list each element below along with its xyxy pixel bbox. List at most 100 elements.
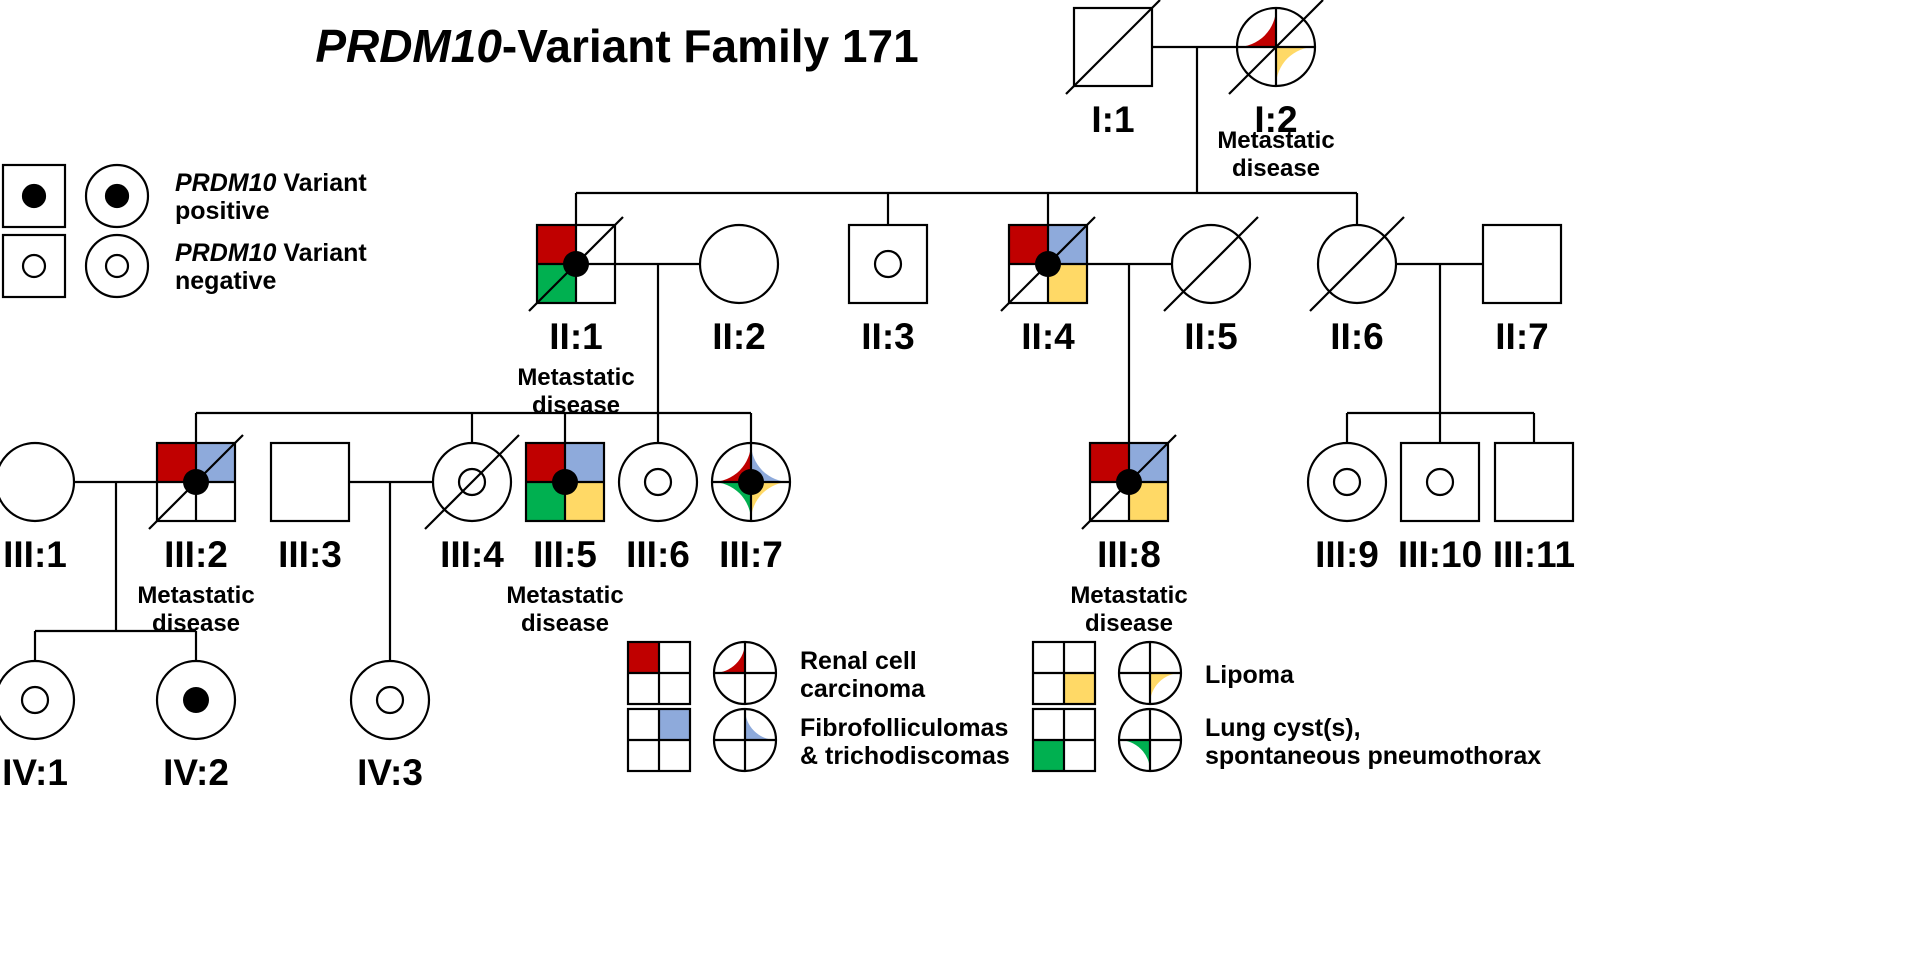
- individual-label: II:5: [1184, 316, 1237, 357]
- individual-iv-1: [0, 659, 76, 741]
- individual-label: II:1: [549, 316, 602, 357]
- deceased-slash: [1309, 216, 1405, 312]
- legend-dot: [104, 253, 130, 279]
- fibro-quadrant: [751, 443, 790, 482]
- female-symbol: [617, 441, 699, 523]
- deceased-slash: [1163, 216, 1259, 312]
- renal-quadrant: [628, 642, 659, 673]
- legend-variant: Variant: [276, 169, 367, 197]
- deceased-slash: [424, 434, 520, 530]
- individual-ii-5: [1163, 216, 1259, 312]
- male-symbol: [1072, 6, 1154, 88]
- legend-lipoma: [1031, 640, 1183, 706]
- individual-ii-2: [698, 223, 780, 305]
- variant-negative-dot: [873, 249, 903, 279]
- deceased-slash: [1081, 434, 1177, 530]
- male-symbol: [1481, 223, 1563, 305]
- deceased-slash: [148, 434, 244, 530]
- lipoma-quadrant: [1064, 673, 1095, 704]
- renal-quadrant: [1237, 8, 1276, 47]
- lung-quadrant: [1119, 740, 1150, 771]
- legend-label-line1: PRDM10 Variant: [175, 169, 367, 197]
- individual-iii-4: [424, 434, 520, 530]
- individual-ii-1: [528, 216, 624, 312]
- variant-negative-dot: [643, 467, 673, 497]
- legend-renal: [626, 640, 778, 706]
- legend-label-line1: PRDM10 Variant: [175, 239, 367, 267]
- individual-iii-1: [0, 441, 76, 523]
- fibro-quadrant: [659, 709, 690, 740]
- individual-label: II:4: [1021, 316, 1075, 357]
- legend-positive: [1, 163, 150, 229]
- title-rest: -Variant Family 171: [502, 20, 919, 72]
- individual-label: III:10: [1398, 534, 1482, 575]
- legend-dot: [21, 253, 47, 279]
- individual-iv-2: [155, 659, 237, 741]
- deceased-slash: [528, 216, 624, 312]
- legend-male-symbol: [1, 163, 67, 229]
- individual-label: III:2: [164, 534, 228, 575]
- variant-positive-dot: [738, 469, 764, 495]
- individual-label: IV:1: [2, 752, 68, 793]
- individual-iii-8: [1081, 434, 1177, 530]
- legend-label-line2: negative: [175, 267, 277, 295]
- individual-label: II:6: [1330, 316, 1383, 357]
- lipoma-quadrant: [1276, 47, 1315, 86]
- individual-i-1: [1065, 0, 1161, 95]
- variant-negative-dot: [1332, 467, 1362, 497]
- legend-renal-label: Renal cell: [800, 647, 917, 675]
- legend-dot: [21, 183, 47, 209]
- lipoma-quadrant: [1150, 673, 1181, 704]
- legend-lipoma-label: Lipoma: [1205, 661, 1295, 689]
- individual-label: III:5: [533, 534, 597, 575]
- variant-negative-dot: [1425, 467, 1455, 497]
- metastatic-disease-note: disease: [521, 610, 609, 637]
- lung-quadrant: [712, 482, 751, 521]
- deceased-slash: [1000, 216, 1096, 312]
- female-symbol: [0, 659, 76, 741]
- variant-negative-dot: [375, 685, 405, 715]
- legend-label-line2: positive: [175, 197, 270, 225]
- individual-ii-6: [1309, 216, 1405, 312]
- individual-label: III:8: [1097, 534, 1161, 575]
- female-symbol: [155, 659, 237, 741]
- individual-iii-3: [269, 441, 351, 523]
- metastatic-disease-note: disease: [1085, 610, 1173, 637]
- metastatic-disease-note: disease: [532, 392, 620, 419]
- fibro-quadrant: [745, 709, 776, 740]
- renal-quadrant: [714, 642, 745, 673]
- individual-iii-5: [524, 441, 606, 523]
- legend-female-symbol: [84, 233, 150, 299]
- male-symbol: [1493, 441, 1575, 523]
- legend-gene: PRDM10: [175, 169, 277, 197]
- metastatic-disease-note: disease: [1232, 155, 1320, 182]
- individual-label: III:6: [626, 534, 690, 575]
- metastatic-disease-note: Metastatic: [506, 582, 623, 609]
- individual-label: II:3: [861, 316, 914, 357]
- individual-label: III:7: [719, 534, 783, 575]
- female-symbol: [1170, 223, 1252, 305]
- legend-lung: [1031, 707, 1183, 773]
- female-symbol: [1306, 441, 1388, 523]
- individual-label: II:2: [712, 316, 765, 357]
- metastatic-disease-note: Metastatic: [517, 364, 634, 391]
- individual-ii-4: [1000, 216, 1096, 312]
- legend-negative: [1, 233, 150, 299]
- male-symbol: [847, 223, 929, 305]
- individual-ii-7: [1481, 223, 1563, 305]
- individual-label: IV:3: [357, 752, 423, 793]
- variant-positive-dot: [552, 469, 578, 495]
- individual-iii-10: [1399, 441, 1481, 523]
- legend-lung-label: spontaneous pneumothorax: [1205, 742, 1541, 770]
- individual-ii-3: [847, 223, 929, 305]
- female-symbol: [431, 441, 513, 523]
- renal-quadrant: [712, 443, 751, 482]
- metastatic-disease-note: Metastatic: [137, 582, 254, 609]
- individual-i-2: [1228, 0, 1324, 95]
- female-symbol: [0, 441, 76, 523]
- legend-renal-label: carcinoma: [800, 675, 926, 703]
- individual-label: III:3: [278, 534, 342, 575]
- female-symbol: [698, 223, 780, 305]
- individual-label: I:2: [1254, 99, 1297, 140]
